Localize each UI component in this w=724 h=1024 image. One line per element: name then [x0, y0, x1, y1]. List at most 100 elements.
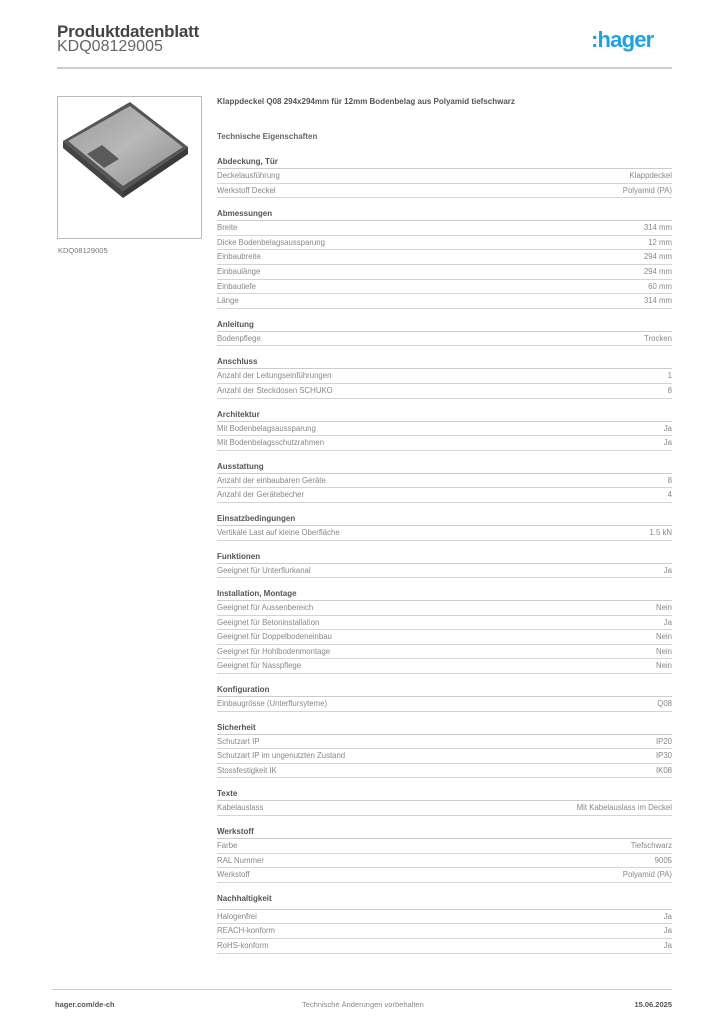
- product-title: Klappdeckel Q08 294x294mm für 12mm Boden…: [217, 97, 515, 106]
- spec-value: 294 mm: [643, 266, 672, 276]
- spec-label: Schutzart IP im ungenutzten Zustand: [217, 751, 346, 761]
- spec-label: Farbe: [217, 841, 238, 851]
- spec-row: Werkstoff Deckel Polyamid (PA): [217, 184, 672, 199]
- spec-row: Geeignet für Betoninstallation Ja: [217, 616, 672, 631]
- spec-value: Nein: [655, 661, 672, 671]
- spec-row: Mit Bodenbelagsschutzrahmen Ja: [217, 436, 672, 451]
- document-title: Produktdatenblatt: [57, 22, 200, 41]
- spec-value: 1.5 kN: [649, 527, 672, 537]
- spec-value: Ja: [663, 941, 672, 950]
- spec-value: Polyamid (PA): [622, 185, 672, 195]
- spec-group-heading: Architektur: [217, 408, 672, 422]
- spec-group-heading: Konfiguration: [217, 683, 672, 698]
- spec-value: Ja: [663, 617, 672, 627]
- spec-label: Mit Bodenbelagsaussparung: [217, 423, 316, 433]
- spec-group-heading: Ausstattung: [217, 460, 672, 474]
- spec-label: Werkstoff Deckel: [217, 185, 276, 195]
- spec-group-heading: Werkstoff: [217, 825, 672, 840]
- spec-value: 9005: [654, 855, 672, 865]
- spec-value: Ja: [663, 565, 672, 575]
- spec-label: Geeignet für Betoninstallation: [217, 617, 320, 627]
- spec-value: IK08: [655, 765, 672, 775]
- spec-label: Einbaugrösse (Unterflursyteme): [217, 699, 328, 709]
- footer-website[interactable]: hager.com/de-ch: [55, 1000, 115, 1009]
- spec-group-heading: Abdeckung, Tür: [217, 155, 672, 169]
- spec-label: Mit Bodenbelagsschutzrahmen: [217, 438, 325, 448]
- spec-row: Mit Bodenbelagsaussparung Ja: [217, 422, 672, 437]
- spec-label: Stossfestigkeit IK: [217, 765, 277, 775]
- spec-label: RoHS-konform: [217, 941, 269, 950]
- section-title: Technische Eigenschaften: [217, 132, 318, 141]
- spec-label: Bodenpflege: [217, 333, 261, 343]
- spec-group-heading: Abmessungen: [217, 207, 672, 222]
- spec-row: Dicke Bodenbelagsaussparung 12 mm: [217, 236, 672, 251]
- spec-label: Einbaubreite: [217, 252, 261, 262]
- spec-value: Ja: [663, 423, 672, 433]
- spec-value: Trocken: [644, 333, 672, 343]
- spec-group-heading: Nachhaltigkeit: [217, 892, 672, 910]
- spec-group-heading: Anschluss: [217, 355, 672, 370]
- spec-label: Anzahl der Steckdosen SCHUKO: [217, 385, 333, 395]
- spec-label: RAL Nummer: [217, 855, 264, 865]
- spec-label: Kabelauslass: [217, 803, 264, 813]
- spec-value: 4: [667, 490, 672, 500]
- spec-row: Stossfestigkeit IK IK08: [217, 764, 672, 779]
- spec-group-heading: Funktionen: [217, 550, 672, 564]
- spec-label: Deckelausführung: [217, 171, 280, 180]
- spec-group-heading: Installation, Montage: [217, 587, 672, 602]
- spec-value: 1: [667, 371, 672, 381]
- spec-value: 12 mm: [648, 237, 672, 247]
- spec-label: Geeignet für Hohlbodenmontage: [217, 646, 331, 656]
- spec-value: Ja: [663, 926, 672, 936]
- spec-value: 294 mm: [643, 252, 672, 262]
- spec-value: Ja: [663, 438, 672, 448]
- footer-divider: [52, 989, 672, 990]
- spec-value: Tiefschwarz: [630, 841, 672, 851]
- article-number: KDQ08129005: [57, 38, 163, 55]
- footer-note: Technische Änderungen vorbehalten: [302, 1000, 424, 1009]
- spec-value: 60 mm: [648, 281, 672, 291]
- spec-row: Einbaubreite 294 mm: [217, 250, 672, 265]
- spec-value: 314 mm: [643, 296, 672, 306]
- hager-logo: :hager: [591, 27, 654, 52]
- spec-label: Geeignet für Nasspflege: [217, 661, 302, 671]
- footer-date: 15.06.2025: [634, 1000, 672, 1009]
- spec-label: Anzahl der Leitungseinführungen: [217, 371, 332, 381]
- spec-row: Geeignet für Hohlbodenmontage Nein: [217, 645, 672, 660]
- spec-value: IP30: [655, 751, 672, 761]
- spec-label: Dicke Bodenbelagsaussparung: [217, 237, 325, 247]
- spec-row: Geeignet für Nasspflege Nein: [217, 659, 672, 675]
- spec-value: Klappdeckel: [629, 171, 672, 180]
- image-caption: KDQ08129005: [58, 246, 108, 255]
- spec-label: Halogenfrei: [217, 911, 257, 921]
- spec-label: Anzahl der einbaubaren Geräte: [217, 475, 326, 485]
- floor-box-cover-icon: [63, 102, 188, 198]
- spec-group-heading: Texte: [217, 787, 672, 802]
- spec-value: Nein: [655, 646, 672, 656]
- spec-row: Schutzart IP im ungenutzten Zustand IP30: [217, 749, 672, 764]
- spec-group-heading: Einsatzbedingungen: [217, 512, 672, 526]
- spec-row: Deckelausführung Klappdeckel: [217, 169, 672, 184]
